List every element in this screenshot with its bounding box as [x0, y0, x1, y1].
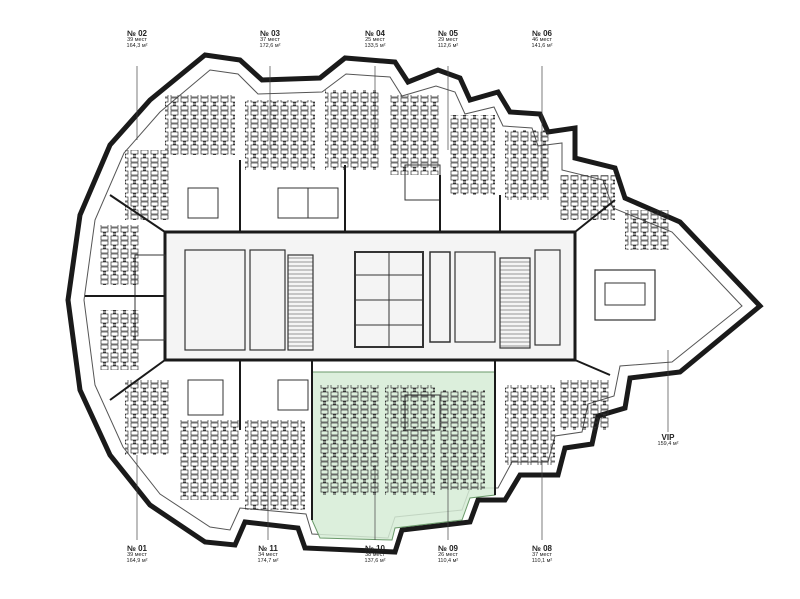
- zone-label-04: № 04 25 мест 133,5 м²: [330, 29, 420, 50]
- zone-seats: 37 мест: [260, 37, 280, 44]
- zone-number: № 09: [437, 544, 459, 553]
- zone-seats: 38 мест: [365, 552, 385, 559]
- zone-label-08: № 08 37 мест 110,1 м²: [497, 544, 587, 565]
- zone-label-06: № 06 46 мест 141,6 м²: [497, 29, 587, 50]
- zone-seats: 46 мест: [532, 37, 552, 44]
- label-leader-lines: [136, 66, 669, 540]
- zone-label-vip: VIP 159,4 м²: [623, 433, 713, 448]
- zone-area: 172,6 м²: [259, 43, 281, 50]
- zone-label-03: № 03 37 мест 172,6 м²: [225, 29, 315, 50]
- zone-seats: 25 мест: [365, 37, 385, 44]
- zone-number: № 04: [364, 29, 386, 38]
- zone-area: 164,9 м²: [126, 558, 148, 565]
- zone-label-02: № 02 39 мест 164,3 м²: [92, 29, 182, 50]
- zone-area: 141,6 м²: [531, 43, 553, 50]
- zone-area: 159,4 м²: [657, 441, 679, 448]
- zone-number: № 03: [259, 29, 281, 38]
- zone-number: VIP: [661, 433, 675, 442]
- zone-number: № 05: [437, 29, 459, 38]
- zone-number: № 01: [126, 544, 148, 553]
- zone-area: 112,6 м²: [437, 43, 459, 50]
- zone-seats: 29 мест: [438, 37, 458, 44]
- meeting-rooms: [134, 164, 656, 431]
- zone-area: 133,5 м²: [364, 43, 386, 50]
- zone-number: № 10: [364, 544, 386, 553]
- zone-area: 137,6 м²: [364, 558, 386, 565]
- zone-seats: 39 мест: [127, 552, 147, 559]
- partition-walls: [85, 160, 616, 520]
- zone-number: № 08: [531, 544, 553, 553]
- zone-label-01: № 01 39 мест 164,9 м²: [92, 544, 182, 565]
- zone-area: 110,1 м²: [531, 558, 553, 565]
- zone-seats: 39 мест: [127, 37, 147, 44]
- zone-label-05: № 05 29 мест 112,6 м²: [403, 29, 493, 50]
- zone-label-09: № 09 26 мест 110,4 м²: [403, 544, 493, 565]
- zone-number: № 06: [531, 29, 553, 38]
- zone-number: № 02: [126, 29, 148, 38]
- zone-seats: 37 мест: [532, 552, 552, 559]
- building-core: [163, 230, 577, 362]
- zone-seats: 26 мест: [438, 552, 458, 559]
- zone-area: 174,7 м²: [257, 558, 279, 565]
- zone-label-10: № 10 38 мест 137,6 м²: [330, 544, 420, 565]
- zone-area: 110,4 м²: [437, 558, 459, 565]
- zone-label-11: № 11 34 мест 174,7 м²: [223, 544, 313, 565]
- zone-area: 164,3 м²: [126, 43, 148, 50]
- zone-number: № 11: [258, 544, 278, 553]
- zone-seats: 34 мест: [258, 552, 278, 559]
- workstation-areas: [100, 90, 670, 510]
